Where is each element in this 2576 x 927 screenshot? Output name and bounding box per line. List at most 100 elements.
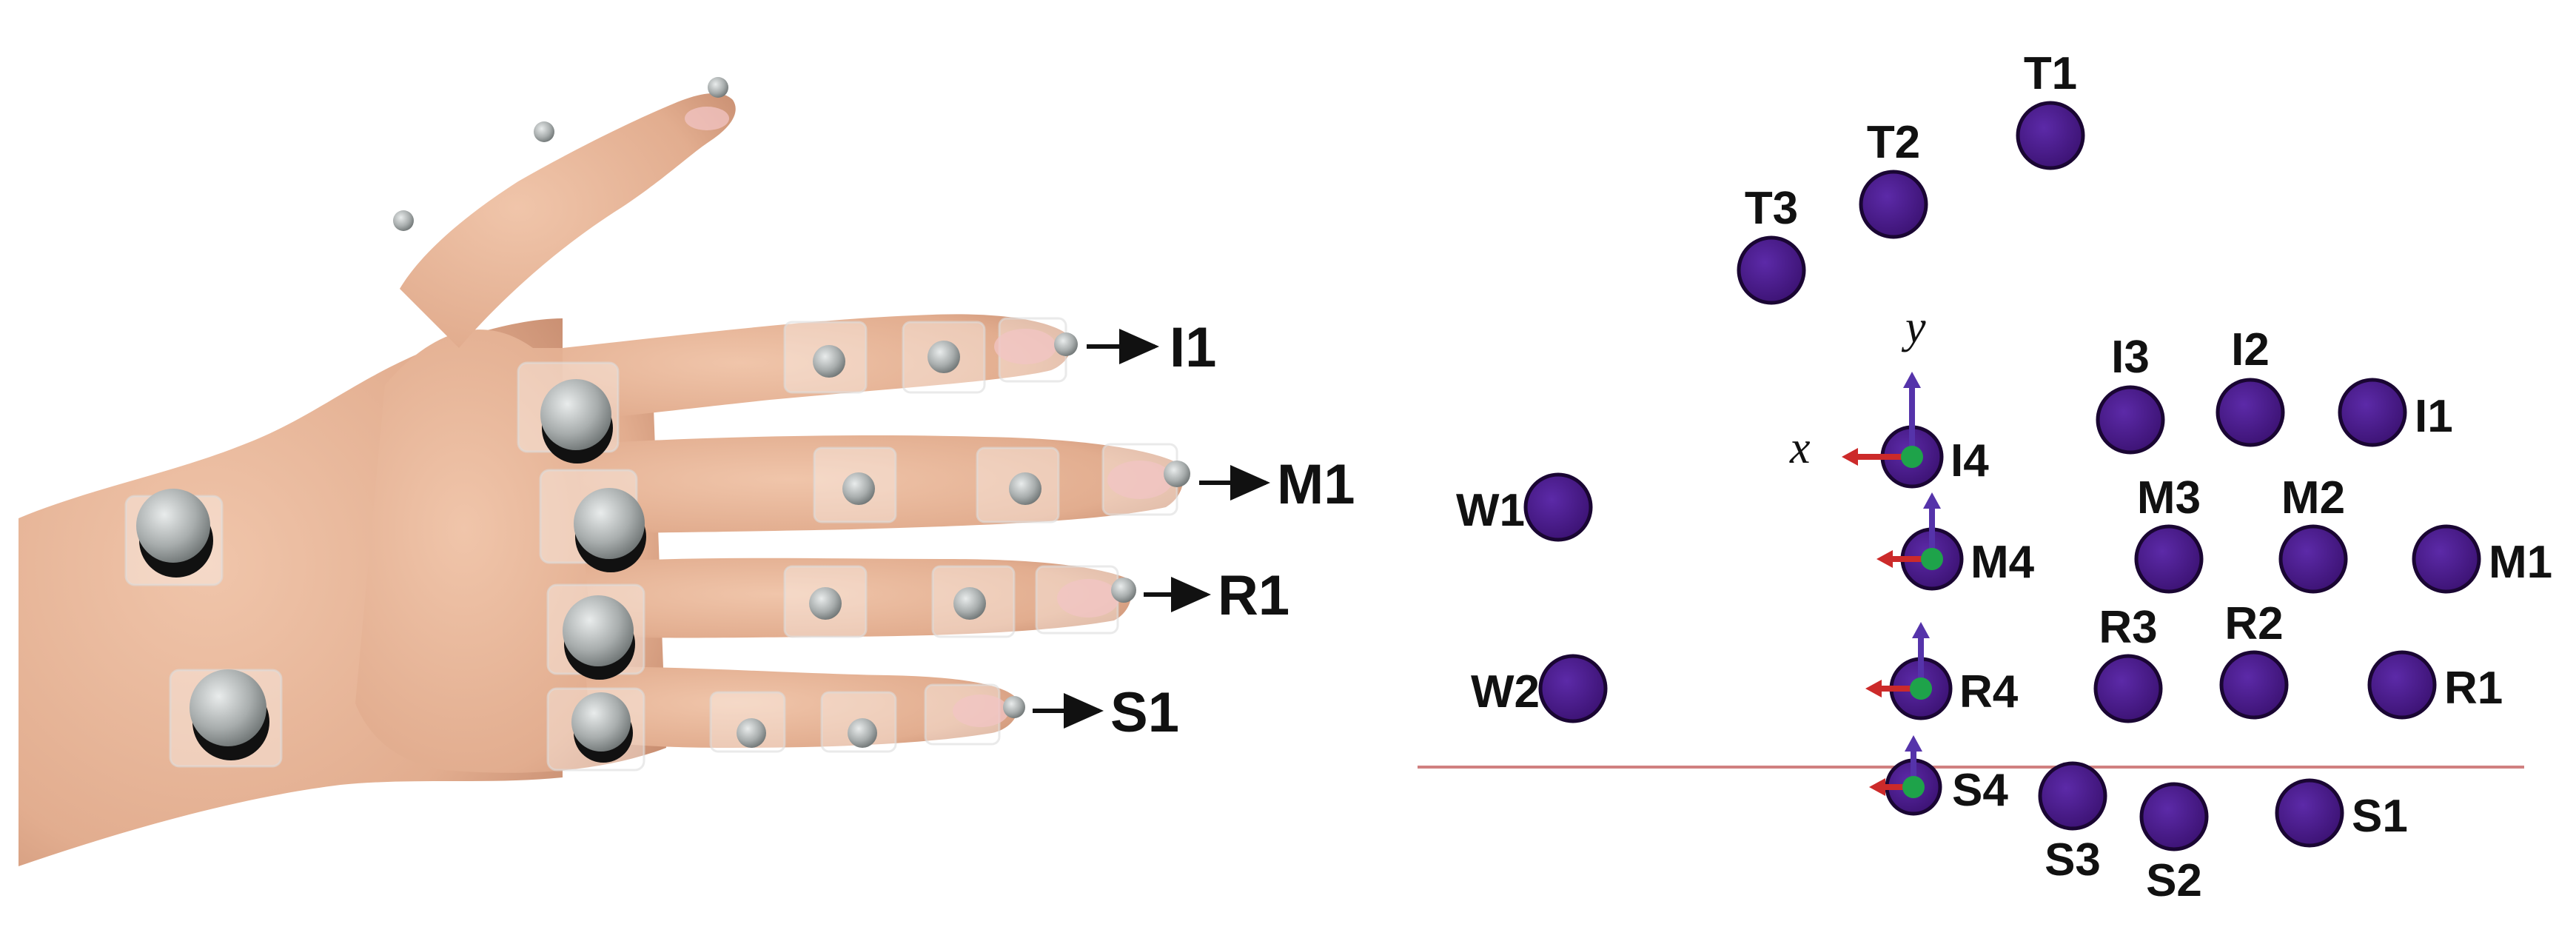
photo-marker xyxy=(1164,461,1190,487)
photo-marker xyxy=(708,77,728,98)
marker-dot xyxy=(2016,101,2085,170)
marker-label: T1 xyxy=(2024,48,2077,99)
marker-dot xyxy=(2038,761,2107,831)
thumb xyxy=(400,93,736,348)
marker-M4: M4 xyxy=(1900,527,2035,591)
marker-dot xyxy=(2134,524,2204,594)
photo-marker xyxy=(848,718,877,748)
marker-dot xyxy=(2096,385,2165,455)
marker-dot xyxy=(2278,524,2348,594)
x-axis-arrowhead xyxy=(1869,778,1885,796)
marker-label: M1 xyxy=(2489,537,2552,588)
photo-marker xyxy=(1003,696,1025,718)
middle-finger xyxy=(577,435,1184,533)
marker-label: I1 xyxy=(2415,391,2453,442)
frame-S4 xyxy=(1869,735,1925,798)
marker-R1: R1 xyxy=(2367,650,2503,720)
photo-marker xyxy=(1009,472,1042,505)
photo-marker xyxy=(563,595,635,680)
marker-label: M2 xyxy=(2281,472,2345,523)
marker-label: W2 xyxy=(1471,666,1540,717)
photo-markers-large xyxy=(136,379,646,763)
local-frames xyxy=(1842,372,1943,798)
y-axis-arrowhead xyxy=(1923,492,1941,509)
hand-photo: I1 M1 R1 S1 xyxy=(19,77,1355,866)
marker-S1: S1 xyxy=(2275,778,2408,848)
frame-R4 xyxy=(1865,622,1932,700)
marker-I2: I2 xyxy=(2216,324,2285,447)
marker-label: M4 xyxy=(1970,537,2035,588)
marker-dot xyxy=(2412,524,2481,594)
marker-S2: S2 xyxy=(2139,782,2209,906)
y-axis-arrowhead xyxy=(1912,622,1930,638)
y-axis-arrowhead xyxy=(1905,735,1922,752)
marker-S3: S3 xyxy=(2038,761,2107,886)
marker-dot xyxy=(1523,472,1593,542)
photo-marker xyxy=(571,692,633,763)
marker-label: I4 xyxy=(1951,435,1989,486)
callout-label-I1: I1 xyxy=(1170,316,1216,379)
marker-label: S4 xyxy=(1952,765,2008,816)
marker-label: S3 xyxy=(2045,834,2101,886)
photo-marker xyxy=(953,587,986,620)
photo-marker xyxy=(136,489,213,578)
photo-marker xyxy=(842,472,875,505)
marker-label: R2 xyxy=(2224,598,2283,649)
marker-label: T2 xyxy=(1867,117,1920,168)
ring-finger xyxy=(585,558,1132,638)
photo-marker xyxy=(574,488,646,572)
photo-marker xyxy=(540,379,613,464)
marker-T2: T2 xyxy=(1859,117,1928,239)
marker-dot xyxy=(2338,378,2407,447)
callout-label-S1: S1 xyxy=(1110,681,1179,744)
callout-label-M1: M1 xyxy=(1277,453,1355,516)
frame-M4 xyxy=(1876,492,1943,570)
marker-label: W1 xyxy=(1456,485,1525,536)
axis-label-x: x xyxy=(1789,423,1811,473)
marker-R3: R3 xyxy=(2093,602,2163,723)
marker-label: S1 xyxy=(2352,791,2408,842)
marker-label: I2 xyxy=(2231,324,2270,375)
frame-origin xyxy=(1902,776,1925,798)
marker-M2: M2 xyxy=(2278,472,2348,594)
frame-origin xyxy=(1910,677,1932,700)
frame-origin xyxy=(1921,548,1943,570)
photo-marker xyxy=(393,210,414,231)
marker-label: M3 xyxy=(2137,472,2201,523)
marker-dot xyxy=(1859,170,1928,239)
photo-marker xyxy=(189,669,269,760)
photo-marker xyxy=(928,341,960,373)
callout-label-R1: R1 xyxy=(1218,564,1289,627)
photo-marker xyxy=(813,345,845,378)
marker-dot xyxy=(2275,778,2344,848)
marker-label: R4 xyxy=(1959,666,2019,717)
marker-label: R1 xyxy=(2444,663,2503,714)
x-axis-arrowhead xyxy=(1876,550,1893,568)
marker-W2: W2 xyxy=(1471,654,1608,723)
x-axis-arrowhead xyxy=(1865,680,1882,697)
marker-T3: T3 xyxy=(1737,183,1806,305)
marker-R2: R2 xyxy=(2219,598,2289,720)
marker-dot xyxy=(2367,650,2437,720)
fingernails xyxy=(685,107,1173,727)
photo-marker xyxy=(534,121,554,142)
photo-marker xyxy=(809,587,842,620)
marker-W1: W1 xyxy=(1456,472,1593,542)
marker-M1: M1 xyxy=(2412,524,2552,594)
marker-dot xyxy=(2093,654,2163,723)
x-axis-arrowhead xyxy=(1842,448,1858,466)
marker-M3: M3 xyxy=(2134,472,2204,594)
little-finger xyxy=(585,666,1019,748)
photo-markers-small xyxy=(393,77,1190,748)
photo-marker xyxy=(1111,578,1136,603)
marker-label: R3 xyxy=(2099,602,2157,653)
axis-label-y: y xyxy=(1901,302,1926,352)
frame-I4 xyxy=(1842,372,1923,468)
marker-T1: T1 xyxy=(2016,48,2085,170)
marker-label: I3 xyxy=(2111,332,2150,383)
marker-dot xyxy=(2219,650,2289,720)
marker-I3: I3 xyxy=(2096,332,2165,455)
